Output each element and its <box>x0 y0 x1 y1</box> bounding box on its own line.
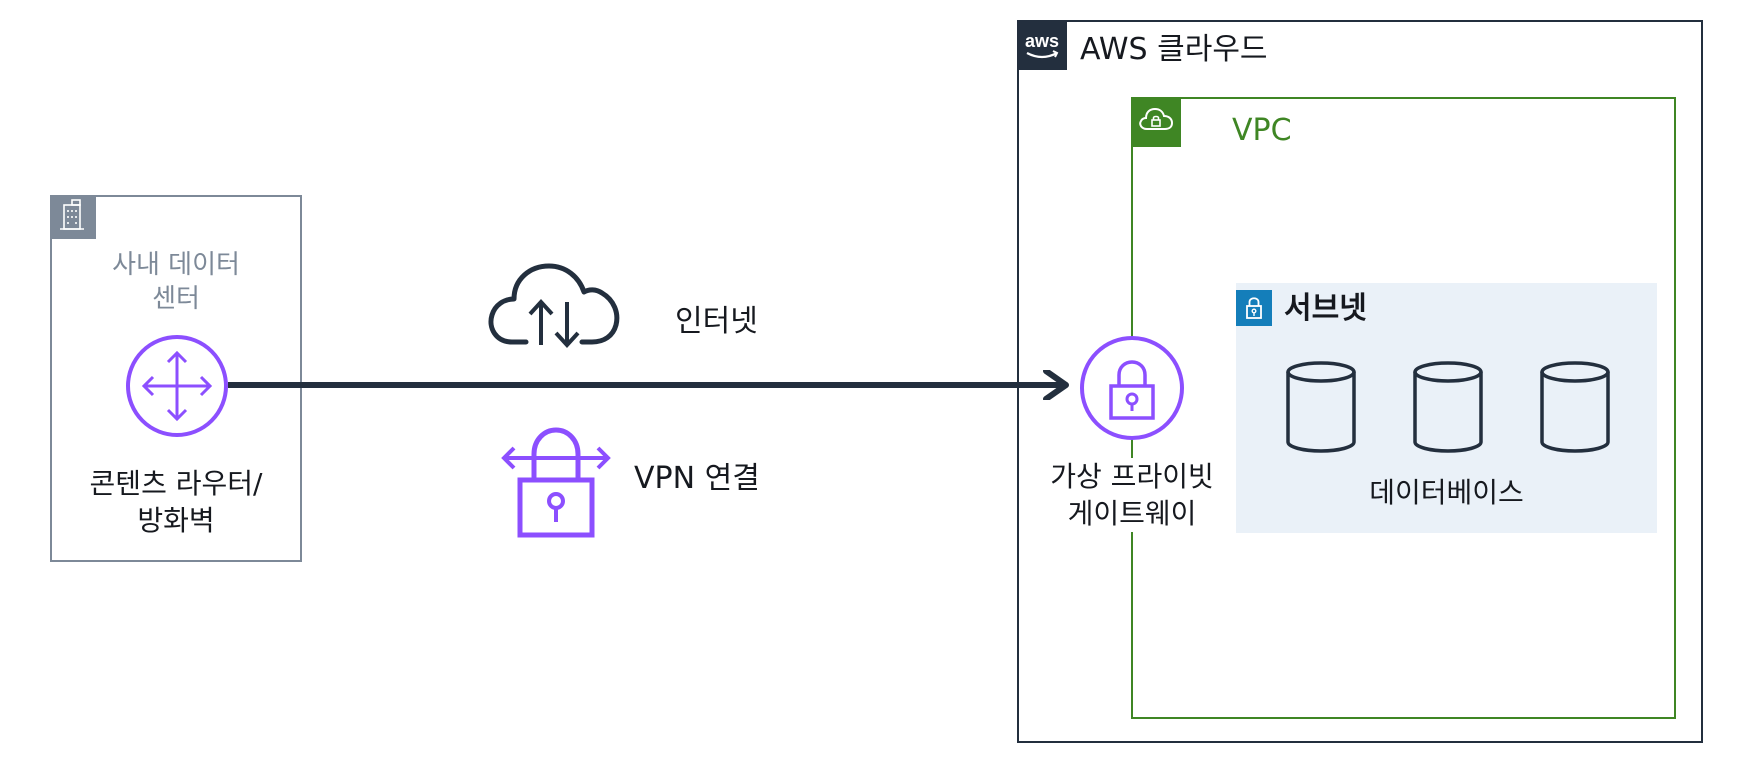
gateway-label-line1: 가상 프라이빗 <box>1035 458 1229 495</box>
subnet-group <box>1236 283 1657 533</box>
database-icon <box>1284 360 1358 454</box>
internet-label: 인터넷 <box>675 304 758 339</box>
vpn-gateway-icon <box>1078 334 1186 442</box>
subnet-label: 서브넷 <box>1284 291 1367 326</box>
gateway-label: 가상 프라이빗 게이트웨이 <box>1035 458 1229 532</box>
vpn-lock-icon <box>500 420 612 540</box>
gateway-label-line2: 게이트웨이 <box>1035 495 1229 532</box>
datacenter-label-line2: 센터 <box>152 284 200 314</box>
cloud-updown-icon <box>486 262 626 352</box>
database-icon <box>1538 360 1612 454</box>
database-icon <box>1411 360 1485 454</box>
aws-logo-text: aws <box>1025 31 1059 51</box>
building-icon <box>50 195 96 239</box>
subnet-lock-icon <box>1236 290 1272 326</box>
aws-cloud-label: AWS 클라우드 <box>1080 32 1268 67</box>
vpn-label: VPN 연결 <box>634 461 760 496</box>
datacenter-label-line1: 사내 데이터 <box>112 250 240 280</box>
datacenter-group <box>50 195 302 562</box>
vpc-cloud-lock-icon <box>1131 97 1181 147</box>
router-icon <box>124 333 230 439</box>
router-label-line2: 방화벽 <box>137 504 215 537</box>
router-label-line1: 콘텐츠 라우터/ <box>89 467 263 500</box>
datacenter-label: 사내 데이터 센터 <box>52 248 300 316</box>
router-label: 콘텐츠 라우터/ 방화벽 <box>52 465 300 539</box>
vpc-label: VPC <box>1232 113 1292 148</box>
aws-logo: aws <box>1017 20 1067 70</box>
aws-cloud-group <box>1017 20 1703 743</box>
database-label: 데이터베이스 <box>1369 476 1524 509</box>
connection-arrow <box>228 370 1078 400</box>
